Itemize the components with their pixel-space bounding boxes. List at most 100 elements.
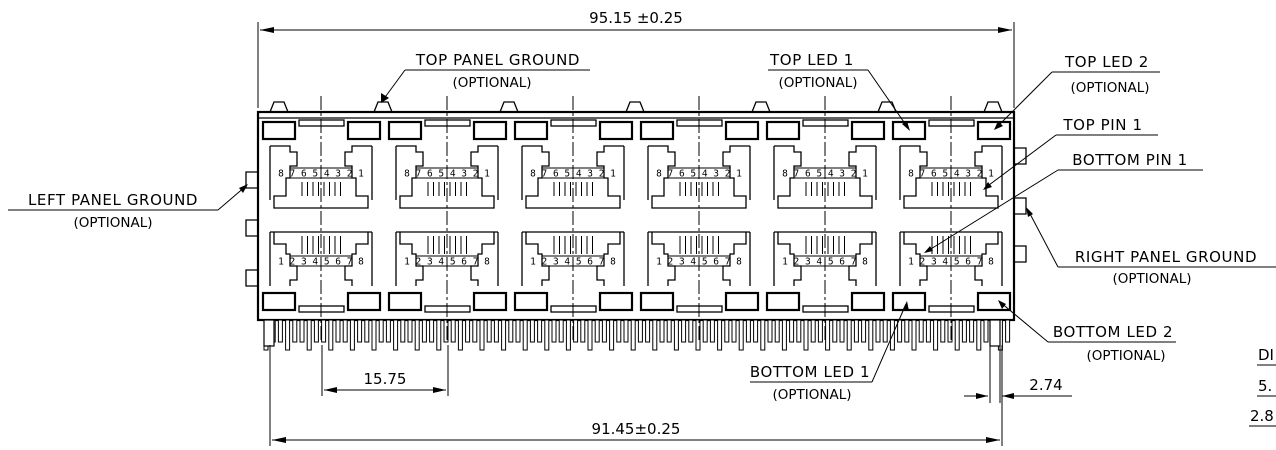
bottom-pin-1-callout: BOTTOM PIN 1 (924, 151, 1203, 253)
left-panel-ground-optional: (OPTIONAL) (73, 215, 152, 231)
top-led-window (639, 120, 675, 141)
pin-spacing-text: 91.45±0.25 (592, 420, 681, 438)
solder-pin (364, 319, 370, 343)
solder-pin (501, 319, 507, 351)
solder-pin (306, 319, 312, 351)
top-led-window (598, 120, 634, 141)
port-pitch-dimension: 15.75 (321, 345, 449, 396)
overall-width-dimension: 95.15 ±0.25 (257, 9, 1015, 108)
solder-pin (421, 319, 427, 343)
bottom-led-window (513, 291, 549, 312)
solder-pin (767, 319, 773, 343)
solder-pin (753, 319, 759, 343)
table-row-1: 5. (1258, 377, 1272, 395)
solder-pin (565, 319, 571, 351)
connector-body (245, 101, 1027, 322)
solder-pin (436, 319, 442, 351)
solder-pin (285, 319, 291, 351)
solder-pin (443, 319, 449, 343)
solder-pin (925, 319, 931, 343)
overall-width-text: 95.15 ±0.25 (589, 9, 683, 27)
solder-pin (515, 319, 521, 343)
solder-pin (630, 319, 636, 351)
top-led-2-optional: (OPTIONAL) (1070, 80, 1149, 96)
bottom-led-2-label: BOTTOM LED 2 (1053, 323, 1173, 341)
solder-pin (645, 319, 651, 343)
table-row-2: 2.8 (1250, 407, 1274, 425)
solder-pin (918, 319, 924, 343)
solder-pin (479, 319, 485, 351)
solder-pin (897, 319, 903, 343)
solder-pin (313, 319, 319, 343)
top-led-window (472, 120, 508, 141)
top-led-2-label: TOP LED 2 (1064, 53, 1149, 71)
solder-pin (803, 319, 809, 351)
port-pitch-text: 15.75 (364, 370, 407, 388)
solder-pin (457, 319, 463, 351)
solder-pin (587, 319, 593, 351)
top-led-window (765, 120, 801, 141)
top-panel-ground-tab (983, 101, 1003, 113)
solder-pin (537, 319, 543, 343)
bottom-led-window (850, 291, 886, 312)
solder-pin (594, 319, 600, 343)
top-led-1-label: TOP LED 1 (769, 51, 854, 69)
solder-pin (349, 319, 355, 351)
solder-pin (1005, 319, 1011, 343)
solder-pin (580, 319, 586, 343)
solder-pin (342, 319, 348, 343)
bottom-pin-1-label: BOTTOM PIN 1 (1072, 151, 1188, 169)
bottom-led-1-optional: (OPTIONAL) (772, 387, 851, 403)
solder-pin (817, 319, 823, 343)
solder-pin (493, 319, 499, 343)
solder-pin (299, 319, 305, 343)
solder-pin (781, 319, 787, 351)
solder-pin (976, 319, 982, 351)
top-led-window (346, 120, 382, 141)
solder-pin (738, 319, 744, 351)
solder-pin (659, 319, 665, 343)
solder-pin (969, 319, 975, 343)
bottom-led-window (472, 291, 508, 312)
solder-pin (407, 319, 413, 343)
solder-pin (868, 319, 874, 351)
solder-pin (465, 319, 471, 343)
top-led-1-optional: (OPTIONAL) (778, 75, 857, 91)
led-pin-width-text: 2.74 (1029, 376, 1062, 394)
right-panel-ground-optional: (OPTIONAL) (1112, 271, 1191, 287)
solder-pin (673, 319, 679, 351)
top-led-window (891, 120, 927, 141)
solder-pin (378, 319, 384, 343)
solder-pin (709, 319, 715, 343)
solder-pin (853, 319, 859, 343)
led-pin (263, 319, 275, 347)
bottom-led-window (976, 291, 1012, 312)
solder-pin (400, 319, 406, 343)
bottom-led-window (765, 291, 801, 312)
top-panel-ground-tab (625, 101, 645, 113)
solder-pin (695, 319, 701, 351)
solder-pin (277, 319, 283, 343)
solder-pin (832, 319, 838, 343)
solder-pin (666, 319, 672, 343)
top-panel-ground-tab (269, 101, 289, 113)
solder-pin (911, 319, 917, 351)
solder-pin (385, 319, 391, 343)
solder-pin (335, 319, 341, 343)
solder-pin (472, 319, 478, 343)
solder-pin (544, 319, 550, 351)
solder-pin (616, 319, 622, 343)
solder-pin (688, 319, 694, 343)
top-led-1-callout: TOP LED 1 (OPTIONAL) (768, 51, 910, 131)
solder-pin (414, 319, 420, 351)
solder-pin (983, 319, 989, 343)
solder-pin (717, 319, 723, 351)
bottom-led-1-callout: BOTTOM LED 1 (OPTIONAL) (750, 301, 909, 403)
solder-pin (954, 319, 960, 351)
solder-pin (796, 319, 802, 343)
solder-pin (947, 319, 953, 343)
solder-pin (681, 319, 687, 343)
solder-pin (371, 319, 377, 351)
bottom-led-2-callout: BOTTOM LED 2 (OPTIONAL) (998, 300, 1176, 364)
top-pin-1-callout: TOP PIN 1 (983, 116, 1158, 190)
